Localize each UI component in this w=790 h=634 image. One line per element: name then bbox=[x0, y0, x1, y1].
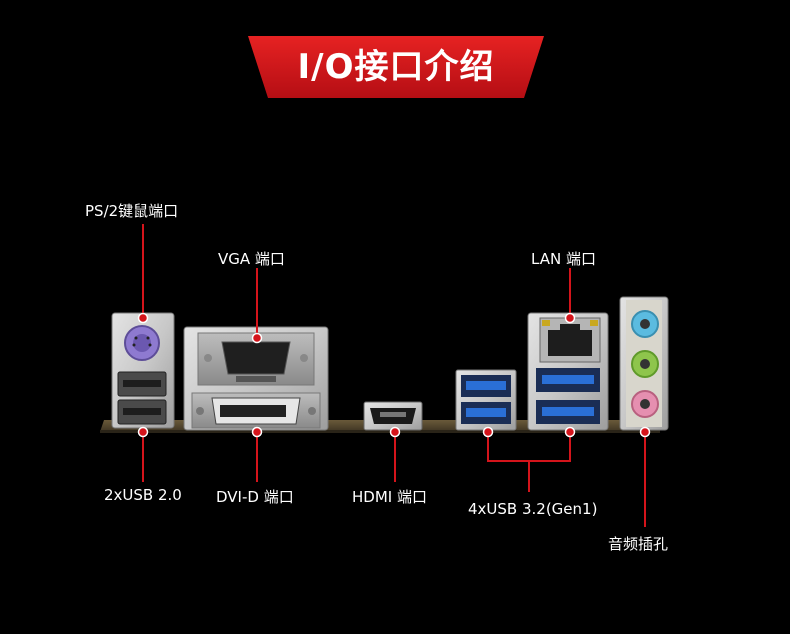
vga-connector bbox=[221, 341, 291, 375]
usb2-port-label: 2xUSB 2.0 bbox=[104, 486, 182, 504]
audio-jacks bbox=[619, 296, 669, 431]
hdmi-port-label: HDMI 端口 bbox=[352, 488, 427, 506]
hdmi-port bbox=[363, 401, 423, 431]
ps2-usb2-stack bbox=[111, 312, 175, 429]
callout-dots bbox=[137, 312, 651, 438]
title-banner: I/O接口介绍 bbox=[248, 36, 544, 98]
title-banner-shape bbox=[248, 36, 544, 98]
ps2-port-label: PS/2键鼠端口 bbox=[85, 202, 179, 220]
dvi-port-label: DVI-D 端口 bbox=[216, 488, 294, 506]
lan-usb3-stack bbox=[527, 312, 609, 431]
page-title: I/O接口介绍 bbox=[297, 47, 495, 87]
audio-jack-label: 音频插孔 bbox=[608, 535, 669, 553]
vga-port-label: VGA 端口 bbox=[218, 250, 285, 268]
usb3-port-label: 4xUSB 3.2(Gen1) bbox=[468, 500, 598, 518]
usb3-stack-left bbox=[455, 369, 517, 431]
callout-lines bbox=[142, 224, 646, 527]
lan-port-label: LAN 端口 bbox=[531, 250, 596, 268]
